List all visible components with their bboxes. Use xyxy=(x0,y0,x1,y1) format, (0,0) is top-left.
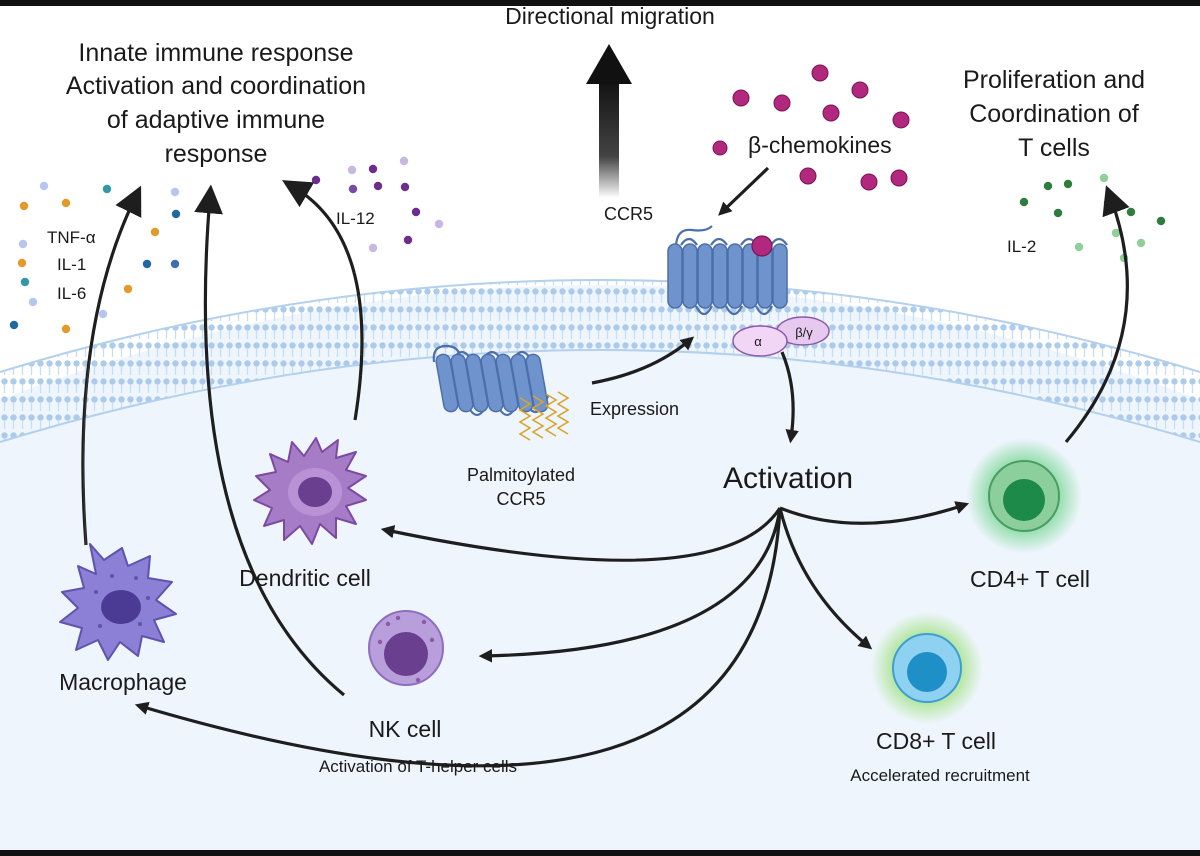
il2-dots xyxy=(1019,173,1166,263)
tnf-alpha-label: TNF-α xyxy=(47,228,96,247)
cd8-t-cell xyxy=(871,612,983,724)
g-protein-beta-gamma-label: β/γ xyxy=(795,325,813,340)
il1-label: IL-1 xyxy=(57,255,86,274)
dendritic-secretion-arrow xyxy=(282,180,364,421)
beta-chemokines-label: β-chemokines xyxy=(748,132,892,158)
expression-label: Expression xyxy=(590,399,679,419)
directional-migration-label: Directional migration xyxy=(505,3,715,29)
il2-label: IL-2 xyxy=(1007,237,1036,256)
chemokine-binding-arrow xyxy=(718,166,770,216)
cd4-t-cell xyxy=(966,438,1082,554)
cd8-t-cell-label: CD8+ T cell xyxy=(876,728,996,754)
il12-dots xyxy=(311,156,444,253)
innate-text-line2: Activation and coordination xyxy=(66,72,366,100)
activation-to-nk-arrow xyxy=(478,507,782,663)
innate-text-line1: Innate immune response xyxy=(78,39,353,67)
ccr5-label: CCR5 xyxy=(604,204,653,224)
cd4-secretion-arrow xyxy=(1064,185,1130,444)
palmitoylated-label-line2: CCR5 xyxy=(496,489,545,509)
g-protein-alpha-label: α xyxy=(754,334,762,349)
innate-text-line3: of adaptive immune xyxy=(107,106,325,134)
g-protein-to-activation-arrow xyxy=(780,351,799,444)
beta-chemokine-dots xyxy=(712,64,910,191)
activation-to-dendritic-arrow xyxy=(380,507,782,562)
bound-chemokine xyxy=(751,235,773,257)
macrophage-label: Macrophage xyxy=(59,669,187,695)
expression-arrow xyxy=(591,336,695,385)
cytokine-dots-tnf-il1-il6 xyxy=(9,181,181,334)
macrophage-secretion-arrow xyxy=(81,185,142,546)
macrophage-cell xyxy=(59,543,177,661)
activation-to-macrophage-arrow xyxy=(134,507,782,768)
palmitoylated-label-line1: Palmitoylated xyxy=(467,465,575,485)
top-frame-bar xyxy=(0,0,1200,6)
proliferation-text-line3: T cells xyxy=(1018,134,1090,162)
cd8-t-cell-subtitle: Accelerated recruitment xyxy=(850,766,1030,785)
proliferation-text-line1: Proliferation and xyxy=(963,66,1145,94)
directional-migration-arrow xyxy=(586,44,632,198)
activation-to-cd4-arrow xyxy=(779,501,970,525)
dendritic-cell xyxy=(253,437,367,545)
nk-cell-label: NK cell xyxy=(369,716,442,742)
innate-text-line4: response xyxy=(165,140,268,168)
il6-label: IL-6 xyxy=(57,284,86,303)
activation-to-cd8-arrow xyxy=(778,507,873,650)
nk-cell xyxy=(368,610,444,686)
palmitoylated-ccr5 xyxy=(432,344,570,441)
cd4-t-cell-label: CD4+ T cell xyxy=(970,566,1090,592)
activation-label: Activation xyxy=(723,462,853,495)
dendritic-cell-label: Dendritic cell xyxy=(239,565,371,591)
proliferation-text-line2: Coordination of xyxy=(969,100,1139,128)
nk-cell-subtitle: Activation of T-helper cells xyxy=(319,757,517,776)
ccr5-receptor xyxy=(667,225,788,316)
cell-membrane xyxy=(0,280,1200,442)
nk-secretion-arrow xyxy=(194,184,346,697)
g-protein xyxy=(732,316,830,357)
il12-label: IL-12 xyxy=(336,209,375,228)
